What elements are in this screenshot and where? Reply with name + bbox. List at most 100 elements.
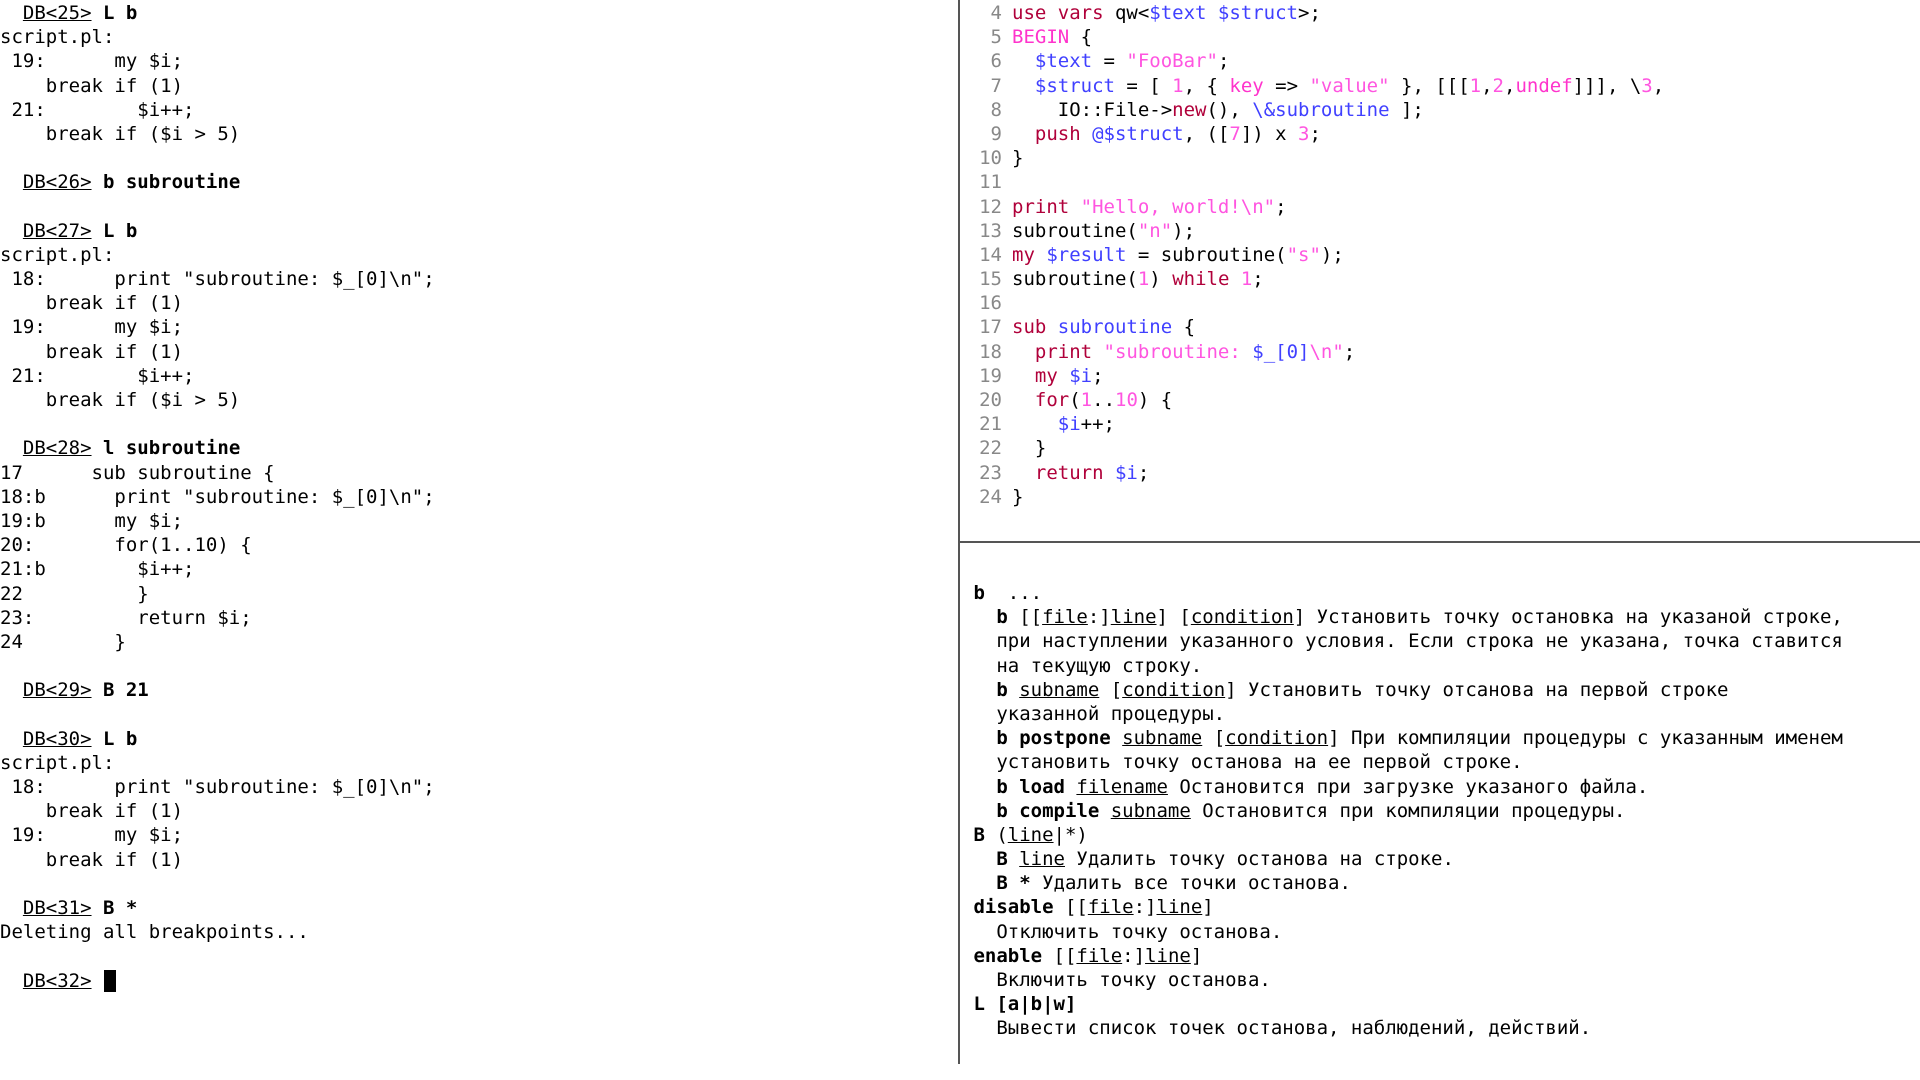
terminal-line <box>0 702 958 726</box>
line-number: 12 <box>979 195 1002 218</box>
code-token <box>1092 341 1103 363</box>
code-token <box>1012 365 1035 387</box>
help-token <box>1008 679 1019 701</box>
code-token: @$struct <box>1092 122 1184 145</box>
code-token: "value" <box>1309 74 1390 97</box>
code-token: 3 <box>1298 122 1310 145</box>
help-token: [[ <box>1042 944 1077 967</box>
code-token: sub <box>1012 316 1047 339</box>
code-token <box>1012 50 1035 72</box>
code-line: 16 <box>962 291 1920 315</box>
code-token: $i <box>1069 364 1093 387</box>
help-token <box>1099 800 1110 822</box>
code-token <box>1104 462 1115 484</box>
help-line: при наступлении указанного условия. Если… <box>962 629 1920 653</box>
terminal-line: script.pl: <box>0 243 958 267</box>
help-token: [ <box>1202 727 1226 750</box>
code-token: ]; <box>1389 98 1424 121</box>
help-token: subname <box>1122 727 1203 750</box>
help-line: b postpone subname [condition] При компи… <box>962 726 1920 750</box>
help-token: file <box>1042 606 1088 629</box>
help-token: B <box>962 823 985 846</box>
code-token: { <box>1069 26 1093 49</box>
code-token: ; <box>1252 268 1264 291</box>
terminal-line: DB<30> L b <box>0 727 958 751</box>
help-token: L [a|b|w] <box>962 993 1077 1016</box>
help-token: B * <box>962 872 1031 895</box>
code-token <box>1035 244 1046 266</box>
output-text: script.pl: <box>0 751 115 774</box>
code-token <box>1012 123 1035 145</box>
line-number: 5 <box>990 26 1002 49</box>
code-token: (), <box>1206 98 1253 121</box>
terminal-line <box>0 944 958 968</box>
help-line: b ... <box>962 581 1920 605</box>
output-text: 19: my $i; <box>0 50 184 73</box>
help-token: Отключить точку останова. <box>962 920 1283 943</box>
debugger-command: B 21 <box>102 679 149 702</box>
output-text: break if (1) <box>0 340 184 363</box>
output-text: 23: return $i; <box>0 606 252 629</box>
output-text: break if (1) <box>0 74 184 97</box>
terminal-line: break if ($i > 5) <box>0 388 958 412</box>
help-token <box>1065 776 1076 798</box>
text-cursor[interactable] <box>103 970 116 992</box>
output-text: break if ($i > 5) <box>0 389 241 411</box>
code-token: 1 <box>1080 389 1093 411</box>
debugger-prompt: DB<31> <box>22 896 92 919</box>
terminal-line: break if (1) <box>0 291 958 315</box>
debugger-command: b subroutine <box>102 171 241 194</box>
terminal-line: 20: for(1..10) { <box>0 533 958 557</box>
code-token: , { <box>1183 74 1230 97</box>
code-token: } <box>1012 437 1047 460</box>
line-number: 16 <box>979 292 1002 315</box>
code-token: ; <box>1137 461 1150 484</box>
code-token <box>1229 268 1240 290</box>
code-token: subroutine( <box>1012 219 1138 242</box>
code-token: while <box>1172 268 1230 291</box>
help-token: Удалить точку останова на строке. <box>1064 848 1454 871</box>
vertical-pane-divider[interactable] <box>958 0 960 1064</box>
terminal-line: DB<31> B * <box>0 896 958 920</box>
output-text: 19: my $i; <box>0 824 184 847</box>
horizontal-pane-divider[interactable] <box>960 541 1920 543</box>
output-text: break if (1) <box>0 848 184 871</box>
help-line: enable [[file:]line] <box>962 944 1920 968</box>
code-token: 3 <box>1641 74 1653 97</box>
terminal-line: break if ($i > 5) <box>0 122 958 146</box>
output-text: Deleting all breakpoints... <box>0 921 309 944</box>
code-token <box>1058 365 1069 387</box>
code-token: >; <box>1298 2 1321 24</box>
help-token: b <box>962 678 1008 701</box>
output-text: 21: $i++; <box>0 364 195 387</box>
terminal-line: break if (1) <box>0 848 958 872</box>
help-token: line <box>1007 823 1054 846</box>
code-token: ]]], \ <box>1572 74 1642 97</box>
line-number: 18 <box>979 340 1002 363</box>
debugger-prompt: DB<29> <box>22 679 92 702</box>
help-line: Включить точку останова. <box>962 968 1920 992</box>
help-token: :] <box>1122 944 1146 967</box>
debugger-command: L b <box>102 219 138 242</box>
help-line: b compile subname Остановится при компил… <box>962 799 1920 823</box>
help-line: B * Удалить все точки останова. <box>962 871 1920 895</box>
code-token: \&subroutine <box>1252 98 1390 121</box>
output-text: 21: $i++; <box>0 98 195 121</box>
help-token: [[ <box>1007 606 1043 629</box>
help-token: |*) <box>1053 823 1088 846</box>
line-number: 7 <box>990 74 1002 97</box>
code-line: 10} <box>962 146 1920 170</box>
line-number: 11 <box>979 171 1002 194</box>
code-token: push <box>1034 122 1081 145</box>
help-token: disable <box>962 896 1054 919</box>
code-line: 19 my $i; <box>962 364 1920 388</box>
help-token: ] Установить точку остановка на указаной… <box>1293 606 1843 629</box>
code-line: 22 } <box>962 436 1920 460</box>
help-pane[interactable]: b ... b [[file:]line] [condition] Устано… <box>962 545 1920 1064</box>
code-token: "subroutine: <box>1103 340 1253 363</box>
